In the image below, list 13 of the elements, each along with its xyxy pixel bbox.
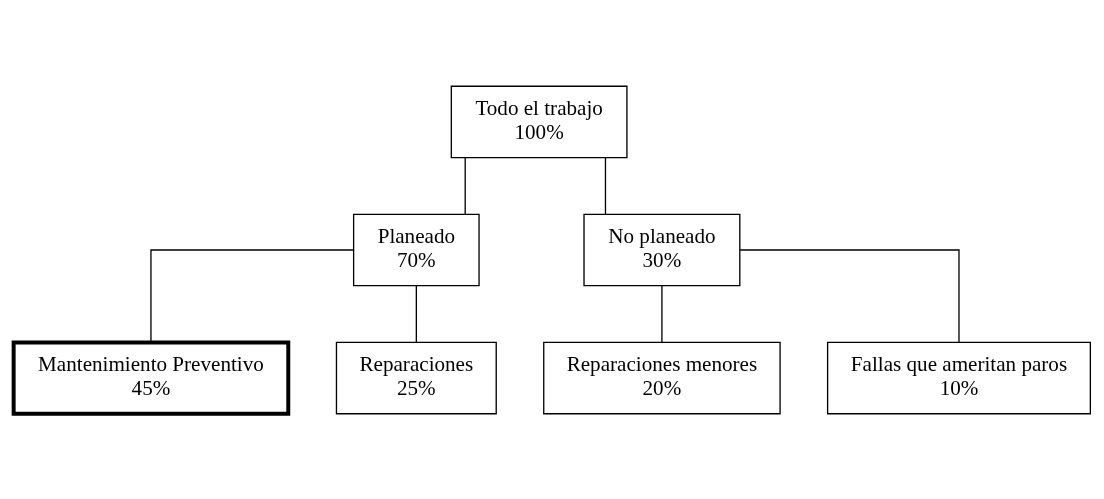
connector: [150, 248, 355, 343]
node-box: Fallas que ameritan paros 10%: [826, 341, 1091, 414]
node-box: Reparaciones 25%: [335, 341, 497, 414]
connector: [464, 156, 466, 215]
connector: [604, 156, 607, 215]
connector: [415, 284, 417, 343]
connector: [661, 284, 663, 343]
node-box: Todo el trabajo 100%: [450, 85, 628, 158]
node-box: No planeado 30%: [583, 213, 741, 286]
node-box: Mantenimiento Preventivo 45%: [11, 339, 291, 416]
connector: [739, 248, 960, 343]
node-box: Planeado 70%: [352, 213, 480, 286]
node-box: Reparaciones menores 20%: [543, 341, 781, 414]
